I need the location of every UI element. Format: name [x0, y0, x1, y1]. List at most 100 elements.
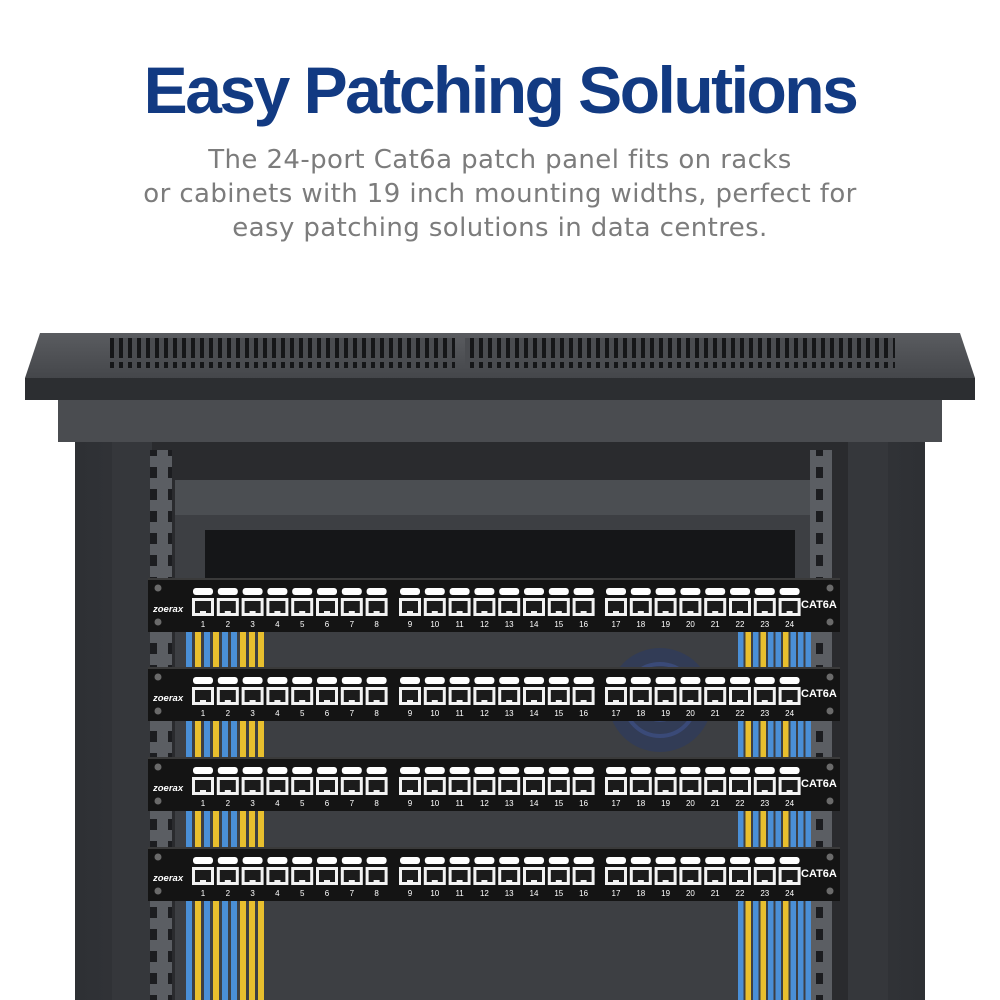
rj45-port[interactable]: [605, 777, 627, 795]
rj45-port[interactable]: [216, 598, 239, 616]
rj45-port[interactable]: [340, 777, 363, 795]
rj45-port[interactable]: [778, 867, 801, 885]
rj45-port[interactable]: [629, 777, 652, 795]
rj45-port[interactable]: [340, 867, 363, 885]
rj45-port[interactable]: [547, 777, 570, 795]
rj45-port[interactable]: [523, 687, 545, 705]
rj45-port[interactable]: [729, 598, 751, 616]
rj45-port[interactable]: [266, 598, 289, 616]
rj45-port[interactable]: [365, 687, 388, 705]
rj45-port[interactable]: [629, 867, 652, 885]
rj45-port[interactable]: [704, 598, 727, 616]
rj45-port[interactable]: [629, 687, 652, 705]
rj45-port[interactable]: [423, 687, 446, 705]
rj45-port[interactable]: [448, 867, 471, 885]
rj45-port[interactable]: [423, 598, 446, 616]
rj45-port[interactable]: [316, 777, 338, 795]
rj45-port[interactable]: [399, 598, 421, 616]
rj45-port[interactable]: [423, 777, 446, 795]
rj45-port[interactable]: [753, 867, 776, 885]
rj45-port[interactable]: [473, 687, 496, 705]
rj45-port[interactable]: [753, 687, 776, 705]
rj45-port[interactable]: [523, 777, 545, 795]
rj45-port[interactable]: [473, 598, 496, 616]
rj45-port[interactable]: [572, 777, 595, 795]
rj45-port[interactable]: [547, 687, 570, 705]
rj45-port[interactable]: [291, 777, 314, 795]
rj45-port[interactable]: [498, 687, 521, 705]
rj45-port[interactable]: [778, 687, 801, 705]
rj45-port[interactable]: [473, 777, 496, 795]
rj45-port[interactable]: [399, 687, 421, 705]
rj45-port[interactable]: [192, 687, 214, 705]
rj45-port[interactable]: [192, 777, 214, 795]
rj45-port[interactable]: [523, 867, 545, 885]
rj45-port[interactable]: [778, 598, 801, 616]
port-number: 3: [250, 709, 255, 718]
rj45-port[interactable]: [753, 598, 776, 616]
rj45-port[interactable]: [523, 598, 545, 616]
rj45-port[interactable]: [448, 598, 471, 616]
rj45-port[interactable]: [572, 867, 595, 885]
rj45-port[interactable]: [266, 867, 289, 885]
rj45-port[interactable]: [753, 777, 776, 795]
rj45-port[interactable]: [316, 687, 338, 705]
rj45-port[interactable]: [704, 777, 727, 795]
rj45-port[interactable]: [654, 598, 677, 616]
rj45-port[interactable]: [241, 867, 264, 885]
rj45-port[interactable]: [679, 687, 702, 705]
port-label-tab: [499, 857, 520, 864]
rj45-port[interactable]: [192, 867, 214, 885]
rj45-port[interactable]: [704, 687, 727, 705]
rj45-port[interactable]: [679, 777, 702, 795]
rj45-port[interactable]: [316, 598, 338, 616]
rj45-port[interactable]: [423, 867, 446, 885]
rj45-port[interactable]: [729, 777, 751, 795]
rj45-port[interactable]: [704, 867, 727, 885]
rj45-port[interactable]: [291, 867, 314, 885]
rj45-port[interactable]: [679, 598, 702, 616]
rj45-port[interactable]: [365, 867, 388, 885]
rj45-port[interactable]: [399, 867, 421, 885]
rj45-port[interactable]: [448, 777, 471, 795]
rj45-port[interactable]: [654, 777, 677, 795]
rj45-port[interactable]: [572, 598, 595, 616]
port-label-tab: [341, 677, 362, 684]
rj45-port[interactable]: [629, 598, 652, 616]
rj45-port[interactable]: [216, 777, 239, 795]
rj45-port[interactable]: [547, 598, 570, 616]
rj45-port[interactable]: [266, 777, 289, 795]
rj45-port[interactable]: [654, 867, 677, 885]
rj45-port[interactable]: [547, 867, 570, 885]
rj45-port[interactable]: [729, 867, 751, 885]
rj45-port[interactable]: [498, 598, 521, 616]
rj45-port[interactable]: [679, 867, 702, 885]
rj45-port[interactable]: [365, 598, 388, 616]
rj45-port[interactable]: [291, 598, 314, 616]
rj45-port[interactable]: [605, 687, 627, 705]
rj45-port[interactable]: [365, 777, 388, 795]
rj45-port[interactable]: [241, 687, 264, 705]
rj45-port[interactable]: [216, 867, 239, 885]
rj45-port[interactable]: [729, 687, 751, 705]
rj45-port[interactable]: [241, 777, 264, 795]
rj45-port[interactable]: [291, 687, 314, 705]
rj45-port[interactable]: [448, 687, 471, 705]
rj45-port[interactable]: [498, 777, 521, 795]
rj45-port[interactable]: [340, 598, 363, 616]
rj45-port[interactable]: [266, 687, 289, 705]
rj45-port[interactable]: [572, 687, 595, 705]
rj45-port[interactable]: [654, 687, 677, 705]
rj45-port[interactable]: [216, 687, 239, 705]
rj45-port[interactable]: [192, 598, 214, 616]
rj45-port[interactable]: [498, 867, 521, 885]
port-number: 23: [760, 889, 769, 898]
rj45-port[interactable]: [473, 867, 496, 885]
rj45-port[interactable]: [778, 777, 801, 795]
rj45-port[interactable]: [605, 867, 627, 885]
rj45-port[interactable]: [605, 598, 627, 616]
rj45-port[interactable]: [399, 777, 421, 795]
rj45-port[interactable]: [340, 687, 363, 705]
rj45-port[interactable]: [241, 598, 264, 616]
rj45-port[interactable]: [316, 867, 338, 885]
